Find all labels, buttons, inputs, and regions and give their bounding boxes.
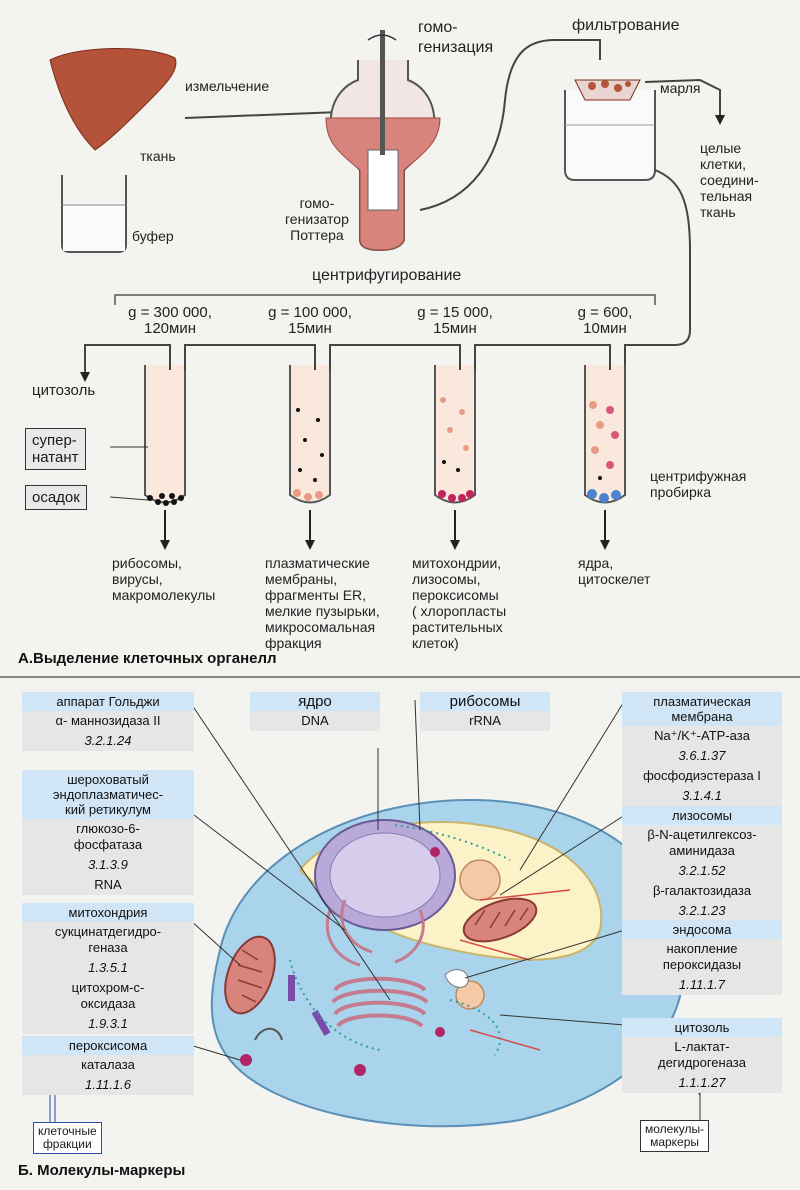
marker-lyso-ec2: 3.2.1.23 bbox=[678, 903, 726, 918]
marker-endo-head: эндосома bbox=[622, 920, 782, 939]
marker-cytosol-ec: 1.1.1.27 bbox=[678, 1075, 726, 1090]
marker-er-head: шероховатый эндоплазматичес- кий ретикул… bbox=[22, 770, 194, 819]
marker-perox-body: каталаза bbox=[81, 1057, 135, 1072]
label-whole-cells: целые клетки, соедини- тельная ткань bbox=[700, 140, 759, 220]
centrifuge-tube-300000g bbox=[144, 365, 186, 506]
label-homogenizer: гомо- генизатор Поттера bbox=[285, 195, 349, 243]
marker-endosome: эндосома накопление пероксидазы 1.11.1.7 bbox=[622, 920, 782, 995]
marker-endo-body: накопление пероксидазы bbox=[662, 941, 742, 972]
callout-supernatant: супер- натант bbox=[25, 428, 86, 470]
label-cytosol: цитозоль bbox=[32, 382, 96, 399]
marker-mito-head: митохондрия bbox=[22, 903, 194, 922]
marker-plasma-ec: 3.6.1.37 bbox=[678, 748, 726, 763]
label-grinding: измельчение bbox=[185, 78, 270, 94]
marker-lysosomes: лизосомы β-N-ацетилгексоз- аминидаза 3.2… bbox=[622, 806, 782, 921]
marker-er: шероховатый эндоплазматичес- кий ретикул… bbox=[22, 770, 194, 895]
label-centrifugation: центрифугирование bbox=[312, 267, 462, 284]
marker-endo-ec: 1.11.1.7 bbox=[678, 977, 726, 992]
lysosome-icon bbox=[459, 859, 501, 901]
fractionation-drawing bbox=[49, 30, 725, 550]
speed-15000: g = 15 000, 15мин bbox=[417, 304, 493, 337]
marker-golgi: аппарат Гольджи α- маннозидаза II 3.2.1.… bbox=[22, 692, 194, 751]
marker-cytosol-head: цитозоль bbox=[622, 1018, 782, 1037]
marker-perox-ec: 1.11.1.6 bbox=[84, 1077, 132, 1092]
label-gauze: марля bbox=[660, 80, 701, 96]
marker-er-body: глюкозо-6- фосфатаза bbox=[73, 821, 143, 852]
potter-homogenizer-icon bbox=[325, 30, 441, 252]
callout-pellet: осадок bbox=[25, 485, 87, 510]
marker-mito-body: сукцинатдегидро- геназа bbox=[54, 924, 162, 955]
marker-mito-ec: 1.3.5.1 bbox=[88, 960, 128, 975]
speed-600: g = 600, 10мин bbox=[577, 304, 633, 337]
centrifuge-tube-600g bbox=[584, 365, 626, 504]
fraction-100000: плазматические мембраны, фрагменты ER, м… bbox=[265, 555, 380, 651]
tube-line bbox=[624, 169, 691, 370]
marker-golgi-body: α- маннозидаза II bbox=[55, 713, 161, 728]
golgi-icon bbox=[331, 976, 429, 1028]
marker-plasma-body2: фосфодиэстераза I bbox=[643, 768, 761, 783]
marker-perox-head: пероксисома bbox=[22, 1036, 194, 1055]
endosome-icon bbox=[444, 969, 469, 988]
label-homogenization: гомо- генизация bbox=[418, 19, 494, 56]
marker-ribosomes-body: rRNA bbox=[469, 713, 501, 728]
speed-300000: g = 300 000, 120мин bbox=[128, 304, 212, 337]
centrifuge-tube-15000g bbox=[434, 365, 476, 504]
marker-plasma-head: плазматическая мембрана bbox=[622, 692, 782, 726]
marker-plasma-body: Na⁺/K⁺-ATP-аза bbox=[654, 728, 750, 743]
tube-line bbox=[419, 39, 601, 211]
peroxisome-icon bbox=[240, 1054, 252, 1066]
fraction-300000: рибосомы, вирусы, макромолекулы bbox=[112, 555, 216, 603]
marker-lyso-body2: β-галактозидаза bbox=[652, 883, 752, 898]
legend-cell-fractions: клеточные фракции bbox=[33, 1122, 102, 1154]
marker-ribosomes: рибосомы rRNA bbox=[420, 692, 550, 731]
marker-plasma-membrane: плазматическая мембрана Na⁺/K⁺-ATP-аза 3… bbox=[622, 692, 782, 806]
marker-cytosol: цитозоль L-лактат- дегидрогеназа 1.1.1.2… bbox=[622, 1018, 782, 1093]
marker-er-ec: 3.1.3.9 bbox=[88, 857, 128, 872]
label-filtration: фильтрование bbox=[572, 17, 680, 34]
marker-lyso-head: лизосомы bbox=[622, 806, 782, 825]
marker-ribosomes-head: рибосомы bbox=[420, 692, 550, 711]
tissue-icon bbox=[49, 48, 177, 151]
marker-golgi-head: аппарат Гольджи bbox=[22, 692, 194, 711]
marker-golgi-ec: 3.2.1.24 bbox=[84, 733, 132, 748]
label-buffer: буфер bbox=[132, 228, 174, 244]
marker-plasma-ec2: 3.1.4.1 bbox=[682, 788, 722, 803]
filter-beaker-icon bbox=[564, 79, 656, 181]
marker-mito-body2: цитохром-с- оксидаза bbox=[71, 980, 145, 1011]
fraction-600: ядра, цитоскелет bbox=[578, 555, 651, 587]
fraction-15000: митохондрии, лизосомы, пероксисомы ( хло… bbox=[412, 555, 507, 651]
label-centrifuge-tube: центрифужная пробирка bbox=[650, 468, 747, 500]
marker-mito-ec2: 1.9.3.1 bbox=[88, 1016, 128, 1031]
mitochondrion-icon bbox=[462, 897, 538, 943]
legend-marker-molecules: молекулы- маркеры bbox=[640, 1120, 710, 1152]
speed-100000: g = 100 000, 15мин bbox=[268, 304, 352, 337]
marker-nucleus-body: DNA bbox=[301, 713, 329, 728]
buffer-beaker-icon bbox=[61, 175, 127, 253]
marker-er-extra: RNA bbox=[94, 877, 122, 892]
marker-nucleus: ядро DNA bbox=[250, 692, 380, 731]
marker-mitochondrion: митохондрия сукцинатдегидро- геназа 1.3.… bbox=[22, 903, 194, 1034]
marker-lyso-body: β-N-ацетилгексоз- аминидаза bbox=[647, 827, 757, 858]
label-tissue: ткань bbox=[140, 148, 176, 164]
er-icon bbox=[325, 899, 425, 967]
mitochondrion-icon bbox=[224, 935, 276, 1015]
panel-a-title: А.Выделение клеточных органелл bbox=[18, 650, 277, 667]
marker-lyso-ec: 3.2.1.52 bbox=[678, 863, 726, 878]
marker-peroxisome: пероксисома каталаза 1.11.1.6 bbox=[22, 1036, 194, 1095]
marker-cytosol-body: L-лактат- дегидрогеназа bbox=[657, 1039, 746, 1070]
panel-b-title: Б. Молекулы-маркеры bbox=[18, 1162, 186, 1179]
centrifuge-tube-100000g bbox=[289, 365, 331, 504]
marker-nucleus-head: ядро bbox=[250, 692, 380, 711]
